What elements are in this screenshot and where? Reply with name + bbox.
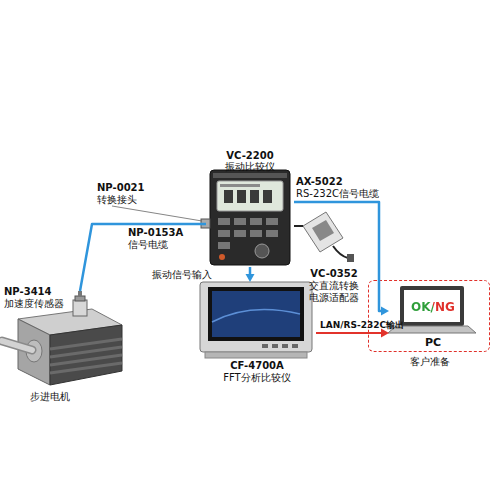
adapter-cord [333,246,348,258]
device-knob [255,244,269,258]
analyzer-node: CF-4700AFFT分析比较仪 [198,282,316,386]
cable-name: RS-232C信号电缆 [296,188,379,200]
motor-shaft-edge [2,341,32,350]
device-strip [213,173,287,178]
device-button [266,230,278,237]
cable-line [294,225,303,227]
model-number: CF-4700A [198,360,316,372]
lcd-digit [237,190,246,203]
model-number: PC [389,336,477,349]
device-button [250,218,262,225]
arrow-head [381,307,389,316]
leader-line [112,206,202,221]
cable-line [80,224,206,291]
customer-box: 客户准备OK/NGPC [368,280,490,352]
lcd-display [217,181,283,211]
device-body [210,170,290,265]
signal-cable [80,224,206,291]
device-button [218,218,230,225]
model-number: VC-2200 [206,150,294,162]
lcd-digit [250,190,259,203]
cable-line [294,202,383,311]
adapter-plug [347,254,354,262]
part-name: 加速度传感器 [4,298,74,310]
lcd-digit [224,190,233,203]
part-name: 振动比较仪 [206,161,294,173]
cable-name: 信号电缆 [128,239,168,251]
cable-model: AX-5022 [296,176,343,188]
lcd-bar [220,184,260,187]
sensor-connector [78,291,82,297]
adapter-node: VC-0352交直流转换 电源适配器 [303,208,365,306]
cable-line [249,267,252,276]
part-name: 步进电机 [10,391,90,403]
signal-cable [246,267,255,282]
screen-trace [212,310,300,323]
laptop-node: OK/NG PC [389,287,477,351]
device-button [234,230,246,237]
sensor-node: NP-3414加速度传感器 [4,291,92,317]
model-number: VC-0352 [303,268,365,280]
device-button [218,242,230,249]
analyzer-base [205,352,307,358]
analyzer-button [292,344,298,348]
motor-shaft [2,341,32,350]
analyzer-screen [212,291,300,337]
device-node: VC-2200振动比较仪 [206,150,294,267]
cable-model: NP-0021 [97,182,145,194]
analyzer-bezel [208,287,304,341]
signal-cable [294,202,389,316]
lcd-digit [263,190,272,203]
analyzer-button [262,344,268,348]
adapter-connector [201,219,210,228]
part-name: 交直流转换 电源适配器 [306,280,362,304]
power-adapter [303,212,343,252]
analyzer-frame [200,282,312,352]
adapter-label-plate [312,220,334,241]
sensor-body [73,300,87,316]
edge-label: LAN/RS-232C输出 [320,319,404,331]
cable-name: 转换接头 [97,194,137,206]
analyzer-button [282,344,288,348]
device-button [266,218,278,225]
stepper-motor [2,309,122,385]
signal-cable [294,226,303,227]
motor-side [50,325,122,385]
arrow-head [246,274,255,282]
device-button [234,218,246,225]
cable-model: NP-0153A [128,227,183,239]
edge-label: 振动信号输入 [152,269,212,281]
part-name: FFT分析比较仪 [198,372,316,384]
model-number: NP-3414 [4,286,74,298]
model-number: OK/NG [389,300,477,314]
motor-fins [50,339,122,373]
motor-node: 步进电机 [0,305,135,405]
cable-line [316,332,383,334]
device-terminal [219,254,225,260]
device-button [218,230,230,237]
part-name: 客户准备 [369,356,491,368]
device-button [250,230,262,237]
analyzer-button [272,344,278,348]
